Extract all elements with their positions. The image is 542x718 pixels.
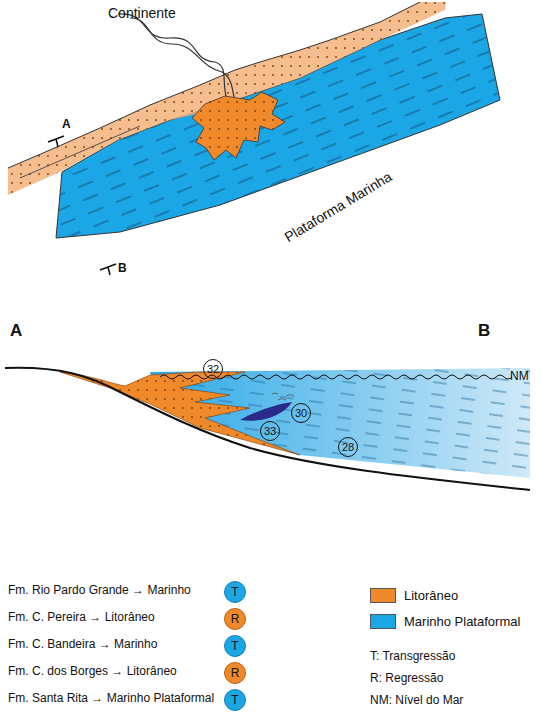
callout-number: 30 (295, 408, 307, 419)
section-end: B (478, 322, 490, 341)
formation-entry: Fm. C. dos Borges → Litorâneo (8, 665, 177, 678)
region-label: Plataforma Marinha (282, 169, 395, 245)
event-letter: R (231, 667, 240, 679)
abbreviation-key: T: Transgressão (370, 650, 455, 663)
formation-entry: Fm. C. Bandeira → Marinho (8, 638, 157, 651)
event-circle: T (224, 581, 246, 603)
event-letter: T (231, 694, 238, 706)
event-circle: R (224, 608, 246, 630)
event-circle: R (224, 662, 246, 684)
event-letter: R (231, 613, 240, 625)
abbreviation-key: NM: Nível do Mar (370, 694, 463, 707)
section-end: A (10, 322, 22, 341)
callout-number: 33 (264, 426, 276, 437)
section-end: B (118, 262, 127, 275)
formation-entry: Fm. Santa Rita → Marinho Plataformal (8, 692, 214, 705)
callout-number: 28 (342, 442, 354, 453)
event-letter: T (231, 640, 238, 652)
sea-level-label: NM (510, 370, 529, 383)
legend-text: Litorâneo (404, 589, 458, 603)
callout-number: 32 (207, 364, 219, 375)
callout-circle: 30 (291, 403, 311, 423)
section-end: A (62, 118, 71, 131)
legend-swatch (370, 588, 396, 603)
abbreviation-key: R: Regressão (370, 672, 443, 685)
formation-entry: Fm. C. Pereira → Litorâneo (8, 611, 155, 624)
event-circle: T (224, 635, 246, 657)
region-label: Continente (108, 6, 176, 21)
event-circle: T (224, 689, 246, 711)
event-letter: T (231, 586, 238, 598)
legend-text: Marinho Plataformal (404, 615, 520, 629)
formation-entry: Fm. Rio Pardo Grande → Marinho (8, 584, 191, 597)
legend-swatch (370, 614, 396, 629)
callout-circle: 28 (338, 437, 358, 457)
callout-circle: 33 (260, 421, 280, 441)
callout-circle: 32 (203, 359, 223, 379)
